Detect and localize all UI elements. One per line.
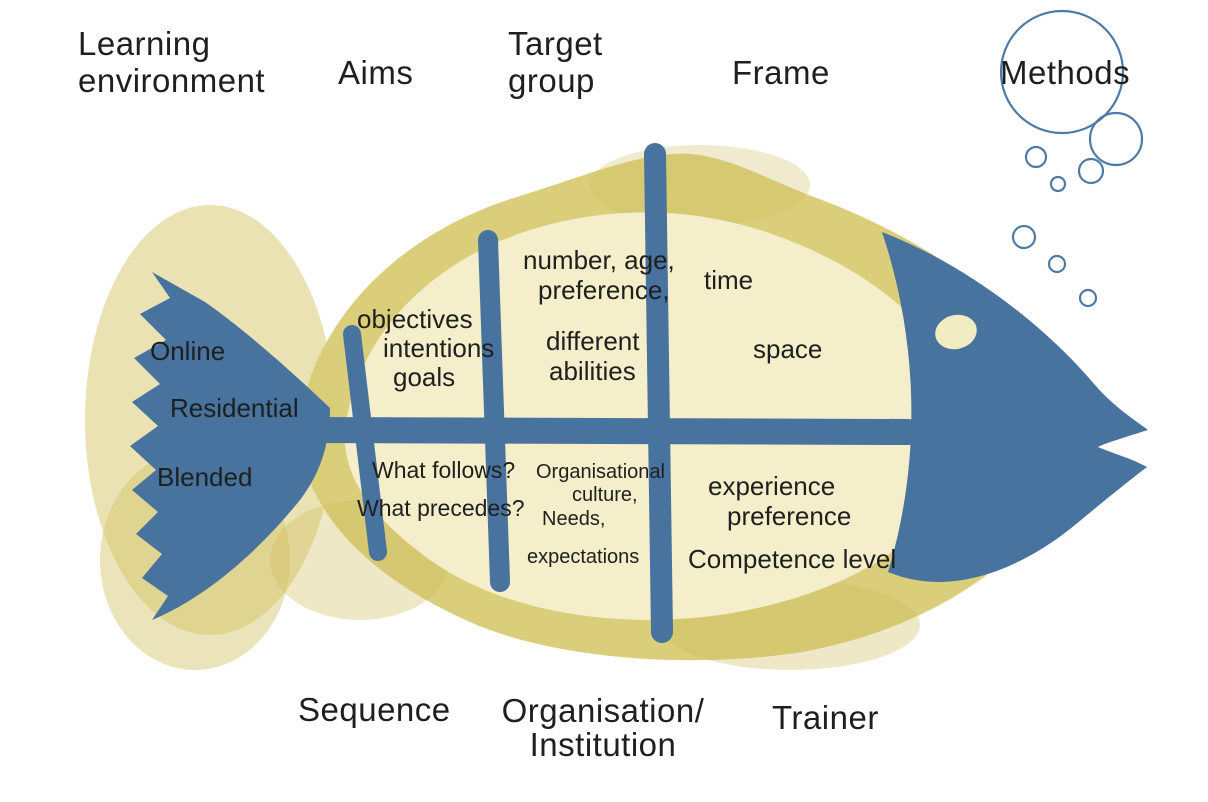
rib-frame-trainer — [644, 143, 673, 643]
item-goals: goals — [393, 362, 456, 392]
fish-mouth — [1098, 431, 1150, 466]
item-experience: experience — [708, 471, 836, 501]
item-what-follows: What follows? — [372, 457, 516, 483]
fish-tail — [130, 272, 330, 620]
rib-targetgroup-organisation — [478, 230, 510, 592]
branch-label-sequence: Sequence — [298, 691, 451, 728]
bubble-small — [1011, 224, 1037, 250]
item-needs: Needs, — [542, 508, 606, 530]
item-preference-trainer: preference — [727, 501, 852, 531]
branch-label-learning-environment: Learning environment — [78, 25, 266, 99]
bubble-small — [1024, 145, 1048, 169]
rib-aims-sequence — [343, 325, 387, 561]
bubble-small — [1047, 254, 1067, 274]
branch-label-organisation: Organisation/ Institution — [501, 692, 705, 763]
bubble-large — [999, 9, 1125, 135]
item-objectives: objectives — [357, 304, 473, 334]
item-abilities: abilities — [549, 356, 636, 386]
branch-label-aims: Aims — [338, 54, 414, 91]
item-time: time — [704, 265, 754, 295]
item-space: space — [753, 334, 823, 364]
fish-spine — [287, 417, 921, 445]
item-culture: culture, — [572, 484, 638, 506]
branch-label-frame: Frame — [732, 54, 830, 91]
bubble-small — [1049, 175, 1067, 193]
branch-label-trainer: Trainer — [772, 699, 879, 736]
item-intentions: intentions — [383, 333, 495, 363]
bubbles — [999, 9, 1144, 308]
item-number-age: number, age, — [523, 245, 675, 275]
branch-label-target-group: Target group — [508, 25, 603, 99]
item-competence-level: Competence level — [688, 544, 897, 574]
item-blended: Blended — [157, 462, 253, 492]
item-expectations: expectations — [527, 546, 640, 568]
item-online: Online — [150, 336, 226, 366]
bubble-small — [1078, 288, 1098, 308]
bubble-small — [1077, 157, 1105, 185]
item-what-precedes: What precedes? — [357, 495, 525, 521]
item-residential: Residential — [170, 393, 299, 423]
branch-label-methods: Methods — [1000, 54, 1131, 91]
item-different: different — [546, 326, 640, 356]
fish-head — [882, 232, 1148, 582]
bubble-medium — [1088, 111, 1144, 167]
fish-eye — [935, 314, 977, 350]
item-organisational: Organisational — [536, 461, 665, 483]
item-preference: preference, — [538, 275, 670, 305]
